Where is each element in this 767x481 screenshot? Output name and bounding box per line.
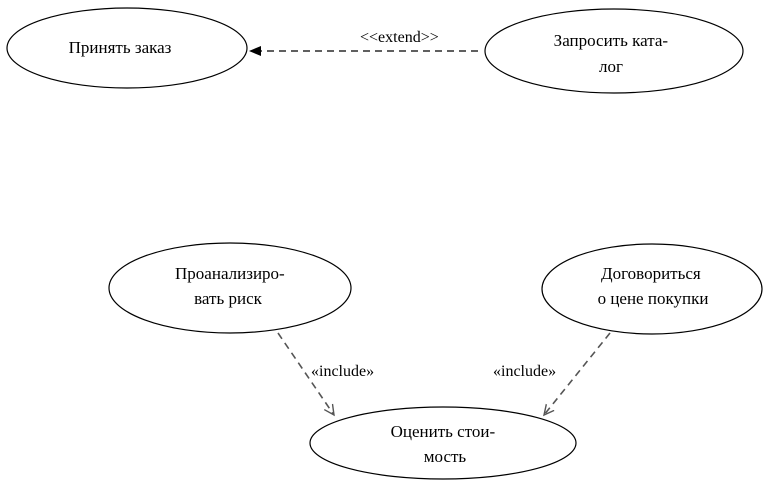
use-case-estimate-cost: Оценить стои- мость [309,406,577,480]
use-case-label: Проанализиро- вать риск [175,264,289,308]
use-case-accept-order: Принять заказ [6,7,248,89]
extend-label: <<extend>> [360,29,439,46]
include-arrow-left [277,332,334,415]
include-label-right: «include» [493,363,556,380]
use-case-label: Запросить ката- лог [554,31,673,76]
use-case-label: Договориться о цене покупки [598,264,709,308]
use-case-label: Оценить стои- мость [391,422,500,466]
use-case-analyze-risk: Проанализиро- вать риск [108,242,352,334]
include-relation-left: «include» [277,332,374,415]
include-relation-right: «include» [493,332,611,415]
use-case-negotiate-price: Договориться о цене покупки [541,243,763,335]
include-arrow-right [544,332,611,415]
extend-relation: <<extend>> [249,29,478,56]
include-label-left: «include» [311,363,374,380]
use-case-label: Принять заказ [69,38,172,57]
use-case-request-catalog: Запросить ката- лог [484,8,744,94]
